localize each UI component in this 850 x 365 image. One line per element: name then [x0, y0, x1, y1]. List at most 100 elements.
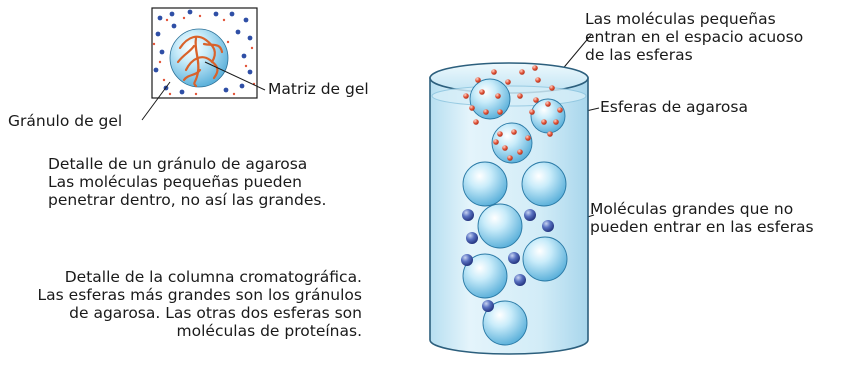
small-protein-molecule [469, 105, 475, 111]
small-protein-molecule [475, 77, 481, 83]
small-molecule-dot [158, 60, 162, 64]
large-molecules-line-2: pueden entrar en las esferas [590, 218, 814, 236]
small-protein-molecule [517, 93, 523, 99]
label-granulo-de-gel: Gránulo de gel [8, 112, 123, 130]
small-molecule-dot [250, 46, 254, 50]
large-molecule-dot [187, 9, 193, 15]
large-molecule-dot [171, 23, 177, 29]
agarose-beads [462, 78, 568, 346]
small-protein-molecule [497, 131, 503, 137]
column-caption-line-4: moléculas de proteínas. [176, 322, 362, 340]
large-protein-molecule [542, 220, 554, 232]
large-molecule-dot [229, 11, 235, 17]
large-molecule-dot [153, 67, 159, 73]
small-molecule-dot [232, 92, 236, 96]
large-molecule-dot [169, 11, 175, 17]
small-molecule-dot [222, 18, 226, 22]
large-molecule-dot [239, 83, 245, 89]
small-protein-molecule [525, 135, 531, 141]
small-protein-molecule [529, 109, 535, 115]
large-molecule-dot [247, 69, 253, 75]
large-protein-molecule [514, 274, 526, 286]
small-molecule-dot [198, 14, 202, 18]
small-protein-molecule [511, 129, 517, 135]
small-protein-molecule [491, 69, 497, 75]
small-protein-molecule [493, 139, 499, 145]
small-protein-molecules [463, 65, 563, 161]
caption-granule-detail: Detalle de un gránulo de agarosa Las mol… [48, 155, 326, 209]
small-protein-molecule [541, 119, 547, 125]
small-protein-molecule [483, 109, 489, 115]
granule-caption-line-3: penetrar dentro, no así las grandes. [48, 191, 327, 209]
chromatography-column [429, 62, 589, 355]
small-protein-molecule [519, 69, 525, 75]
small-protein-molecule [497, 109, 503, 115]
small-molecules-line-3: de las esferas [585, 46, 693, 64]
label-matriz-de-gel: Matriz de gel [268, 80, 369, 98]
agarose-bead [462, 161, 508, 207]
small-molecules-line-1: Las moléculas pequeñas [585, 10, 776, 28]
large-molecule-dot [235, 29, 241, 35]
granule-caption-line-2: Las moléculas pequeñas pueden [48, 173, 303, 191]
large-protein-molecule [461, 254, 473, 266]
small-protein-molecule [507, 155, 513, 161]
large-molecule-dot [155, 31, 161, 37]
large-protein-molecule [462, 209, 474, 221]
large-protein-molecule [508, 252, 520, 264]
small-protein-molecule [473, 119, 479, 125]
label-agarose-spheres: Esferas de agarosa [600, 98, 748, 116]
agarose-bead [462, 253, 508, 299]
large-molecule-dot [213, 11, 219, 17]
large-molecule-dot [247, 35, 253, 41]
small-protein-molecule [533, 97, 539, 103]
matriz-leader-line [204, 61, 266, 91]
label-large-molecules: Moléculas grandes que no pueden entrar e… [590, 200, 814, 236]
label-small-molecules: Las moléculas pequeñas entran en el espa… [585, 10, 803, 64]
large-molecule-dot [241, 53, 247, 59]
column-caption-line-1: Detalle de la columna cromatográfica. [64, 268, 362, 286]
column-caption-line-2: Las esferas más grandes son los gránulos [37, 286, 362, 304]
small-molecule-dot [244, 64, 248, 68]
small-protein-molecule [463, 93, 469, 99]
large-protein-molecule [466, 232, 478, 244]
agarose-bead [522, 236, 568, 282]
small-protein-molecule [479, 89, 485, 95]
small-protein-molecule [502, 145, 508, 151]
large-molecule-dot [179, 89, 185, 95]
small-protein-molecule [545, 101, 551, 107]
small-protein-molecule [532, 65, 538, 71]
large-molecule-dot [243, 17, 249, 23]
large-molecule-dot [223, 87, 229, 93]
small-protein-molecule [517, 149, 523, 155]
small-protein-molecule [547, 131, 553, 137]
small-protein-molecule [557, 107, 563, 113]
large-molecule-dot [159, 49, 165, 55]
small-molecule-dot [165, 18, 169, 22]
caption-column-detail: Detalle de la columna cromatográfica. La… [22, 268, 362, 340]
small-molecule-dot [194, 92, 198, 96]
large-molecules-line-1: Moléculas grandes que no [590, 200, 794, 218]
agarose-bead [521, 161, 567, 207]
large-protein-molecules [461, 209, 554, 312]
small-molecule-dot [162, 78, 166, 82]
column-caption-line-3: de agarosa. Las otras dos esferas son [69, 304, 362, 322]
small-molecule-dot [182, 16, 186, 20]
gel-matrix-fibers [176, 35, 224, 88]
small-protein-molecule [505, 79, 511, 85]
large-protein-molecule [482, 300, 494, 312]
granule-caption-line-1: Detalle de un gránulo de agarosa [48, 155, 308, 173]
agarose-bead [482, 300, 528, 346]
granulo-leader-line [141, 81, 171, 121]
small-molecules-line-2: entran en el espacio acuoso [585, 28, 804, 46]
small-molecule-dot [226, 40, 230, 44]
small-molecule-dot [168, 92, 172, 96]
small-protein-molecule [549, 85, 555, 91]
agarose-bead [477, 203, 523, 249]
small-protein-molecule [495, 93, 501, 99]
small-protein-molecule [553, 119, 559, 125]
small-protein-molecule [535, 77, 541, 83]
small-molecule-dot [152, 42, 156, 46]
large-molecule-dot [157, 15, 163, 21]
agarose-bead [469, 78, 511, 120]
